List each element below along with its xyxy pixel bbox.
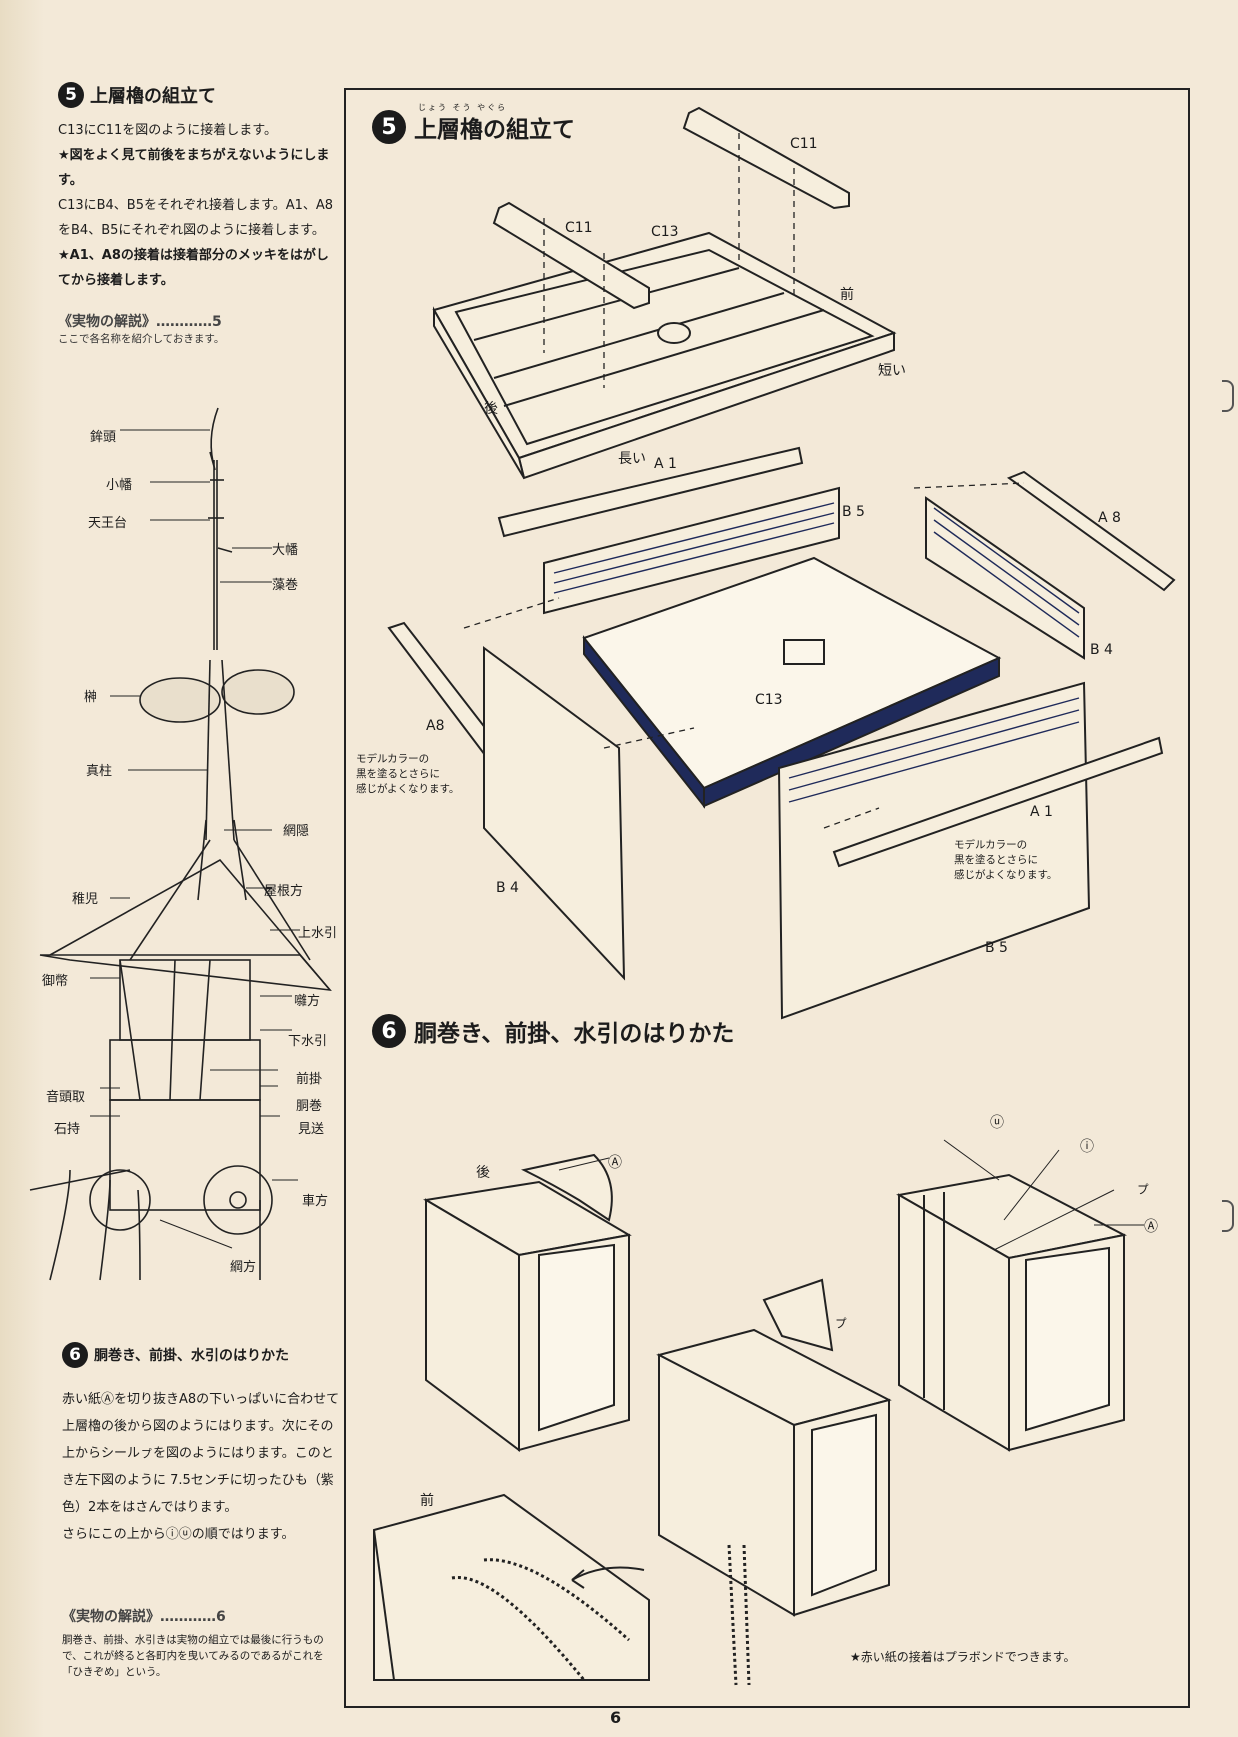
diagram5-assembly [387, 106, 1176, 1020]
label-yane-kata: 屋根方 [264, 884, 304, 899]
label-ushiro-6: 後 [476, 1165, 490, 1181]
label-mae-kake: 前掛 [296, 1072, 323, 1087]
label-sakaki: 榊 [84, 690, 98, 705]
label-a-circle-2: Ⓐ [1144, 1219, 1158, 1235]
step6-line-2: さらにこの上からⓘⓤの順ではります。 [62, 1527, 295, 1542]
step5-reference-title: 《実物の解説》…………5 [58, 314, 222, 330]
step6-line-1: 赤い紙Ⓐを切り抜きA8の下いっぱいに合わせて上層櫓の後から図のようにはります。次… [62, 1392, 340, 1515]
label-mae-6: 前 [420, 1493, 434, 1509]
label-nagai: 長い [618, 451, 646, 467]
step5-line-3: C13にB4、B5をそれぞれ接着します。A1、A8をB4、B5にそれぞれ図のよう… [58, 198, 334, 238]
step6-reference-note: 胴巻き、前掛、水引きは実物の組立では最後に行うもので、これが終ると各町内を曳いて… [62, 1634, 324, 1678]
diagram6-wrapping-steps [373, 1139, 1144, 1686]
diagram6-number-badge: 6 [372, 1014, 406, 1048]
label-tenno-dai: 天王台 [88, 516, 128, 531]
label-a1-bottom: A 1 [1030, 804, 1053, 820]
label-obata: 大幡 [272, 543, 299, 558]
label-a-kana-2: ㇷ゚ [834, 1315, 848, 1331]
label-hayashi-kata: 囃方 [294, 994, 321, 1009]
binding-staple-bottom [1222, 1200, 1234, 1232]
step5-line-2: ★図をよく見て前後をまちがえないようにします。 [58, 148, 330, 188]
label-ondo-tori: 音頭取 [46, 1090, 86, 1105]
label-a-kana-1: ㇷ゚ [1136, 1181, 1150, 1197]
diagram6-title: 胴巻き、前掛、水引のはりかた [414, 1021, 735, 1047]
page-number: 6 [610, 1708, 622, 1727]
label-tsuna-kata: 綱方 [230, 1260, 257, 1275]
label-b5-top: B 5 [842, 504, 865, 520]
step6-title: 胴巻き、前掛、水引のはりかた [94, 1348, 290, 1364]
label-mi-okuri: 見送 [298, 1122, 325, 1137]
label-mijikai: 短い [878, 363, 906, 379]
step5-number-badge: 5 [58, 82, 84, 108]
label-kobata: 小幡 [106, 478, 133, 493]
label-ushiro: 後 [484, 401, 498, 417]
diagram5-title-ruby: じょう そう やぐら [418, 103, 508, 112]
yamaboko-float-illustration [29, 407, 332, 1281]
step6-text-block: 6 胴巻き、前掛、水引のはりかた 赤い紙Ⓐを切り抜きA8の下いっぱいに合わせて上… [62, 1342, 340, 1680]
step6-heading: 6 胴巻き、前掛、水引のはりかた [62, 1342, 340, 1368]
step5-title: 上層櫓の組立て [90, 86, 216, 107]
model-color-note-right: モデルカラーの 黒を塗るとさらに 感じがよくなります。 [954, 839, 1058, 881]
step5-heading: 5 上層櫓の組立て [58, 82, 340, 108]
step6-reference-title: 《実物の解説》…………6 [62, 1609, 226, 1625]
label-c11-a: C11 [565, 220, 593, 236]
label-a8-left: A8 [426, 718, 445, 734]
binding-staple-top [1222, 380, 1234, 412]
paper-edge-shade [0, 0, 44, 1737]
model-color-note-left: モデルカラーの 黒を塗るとさらに 感じがよくなります。 [356, 753, 460, 795]
label-mae: 前 [840, 287, 854, 303]
label-gohei: 御幣 [42, 974, 69, 989]
label-a1-top: A 1 [654, 456, 677, 472]
label-hoko-atama: 鉾頭 [90, 430, 117, 445]
step5-line-1: C13にC11を図のように接着します。 [58, 123, 277, 138]
label-c13-mid: C13 [755, 692, 783, 708]
label-a8-right: A 8 [1098, 510, 1121, 526]
label-shin-bashira: 真柱 [86, 764, 113, 779]
label-chigo: 稚児 [72, 892, 99, 907]
label-i-circle: ⓘ [1080, 1139, 1094, 1155]
left-column: 5 上層櫓の組立て C13にC11を図のように接着します。 ★図をよく見て前後を… [58, 82, 340, 346]
label-b5-bottom: B 5 [985, 940, 1008, 956]
label-a-circle-1: Ⓐ [608, 1155, 622, 1171]
diagram5-heading: 5 上層櫓の組立て [372, 110, 575, 144]
diagram5-title: 上層櫓の組立て [414, 117, 575, 143]
step6-number-badge: 6 [62, 1342, 88, 1368]
label-do-maki: 胴巻 [296, 1099, 323, 1114]
label-u-circle: ⓤ [990, 1115, 1004, 1131]
step5-line-4: ★A1、A8の接着は接着部分のメッキをはがしてから接着します。 [58, 248, 329, 288]
label-ishi-mochi: 石持 [54, 1122, 81, 1137]
label-b4-right: B 4 [1090, 642, 1113, 658]
label-shimo-mizuhiki: 下水引 [288, 1034, 328, 1049]
label-c13-top: C13 [651, 224, 679, 240]
label-b4-bottom: B 4 [496, 880, 519, 896]
label-kuruma-kata: 車方 [302, 1194, 329, 1209]
label-c11-b: C11 [790, 136, 818, 152]
bond-footnote: ★赤い紙の接着はプラボンドでつきます。 [850, 1650, 1076, 1664]
step5-reference-note: ここで各名称を紹介しておきます。 [58, 333, 225, 345]
diagram6-heading: 6 胴巻き、前掛、水引のはりかた [372, 1014, 734, 1048]
diagram-frame [344, 88, 1190, 1708]
label-mo-maki: 藻巻 [272, 578, 299, 593]
diagram5-number-badge: 5 [372, 110, 406, 144]
label-kami-mizuhiki: 上水引 [298, 926, 338, 941]
label-ami-kakushi: 網隠 [283, 824, 310, 839]
